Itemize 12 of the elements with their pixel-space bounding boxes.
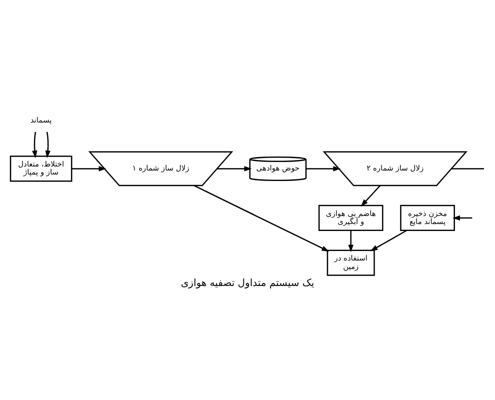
arrow (45, 131, 50, 158)
connector (452, 168, 484, 169)
arrow (32, 131, 38, 158)
arrow (217, 166, 252, 171)
arrow (370, 229, 407, 251)
arrow (306, 166, 341, 171)
arrow (452, 214, 472, 220)
arrow (348, 230, 354, 252)
arrow (194, 184, 330, 252)
caption: یک سیستم متداول تصفیه هوازی (180, 277, 314, 288)
arrow (360, 184, 381, 206)
arrow (72, 166, 106, 171)
